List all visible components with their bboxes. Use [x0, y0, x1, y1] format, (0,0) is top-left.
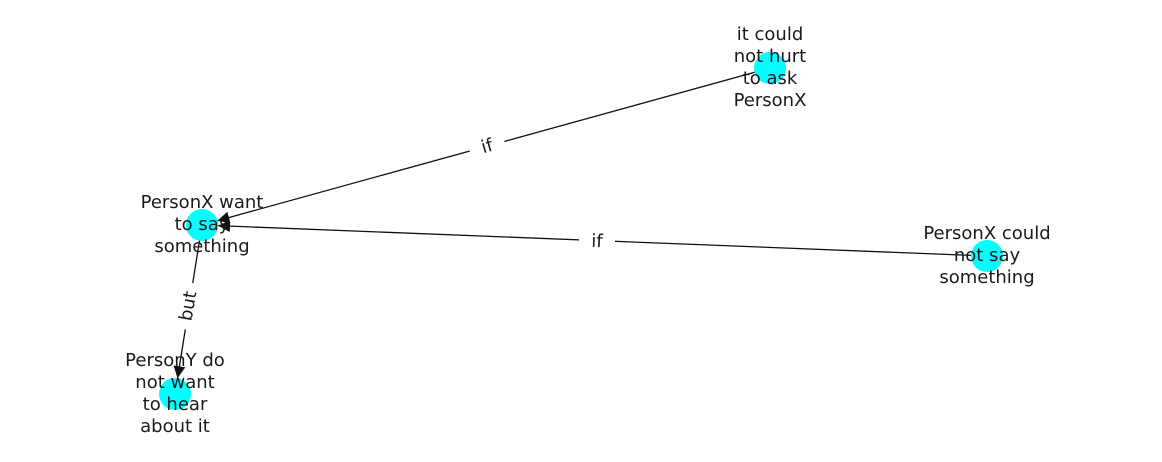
node-label-line: to say [175, 214, 230, 235]
node-label-line: PersonX [734, 90, 807, 111]
node-n_want [186, 209, 218, 241]
node-label-line: not say [954, 245, 1021, 266]
edge-label-text: but [176, 290, 202, 323]
nodes-layer [159, 52, 1003, 410]
node-n_hurt [754, 52, 786, 84]
edge-label-1: if [578, 228, 616, 254]
node-label-line: not hurt [734, 46, 806, 67]
node-label-line: to ask [743, 68, 798, 89]
node-label-line: not want [135, 372, 214, 393]
node-label-line: about it [140, 416, 210, 437]
edge-label-0: if [466, 129, 508, 163]
node-label-line: PersonY do [125, 350, 225, 371]
node-label-line: it could [737, 24, 804, 45]
edges-layer [173, 67, 988, 379]
node-label-line: something [154, 236, 249, 257]
node-label-line: PersonX want [141, 192, 264, 213]
edge-label-background [172, 280, 204, 332]
node-n_could [971, 240, 1003, 272]
edge-label-background [578, 228, 616, 254]
node-label-line: to hear [143, 394, 208, 415]
edge-label-background [466, 129, 508, 163]
node-label-line: something [939, 267, 1034, 288]
edge-label-2: but [172, 280, 204, 332]
edge-label-text: if [591, 231, 604, 252]
node-n_hear [159, 378, 191, 410]
node-label-line: PersonX could [923, 223, 1050, 244]
